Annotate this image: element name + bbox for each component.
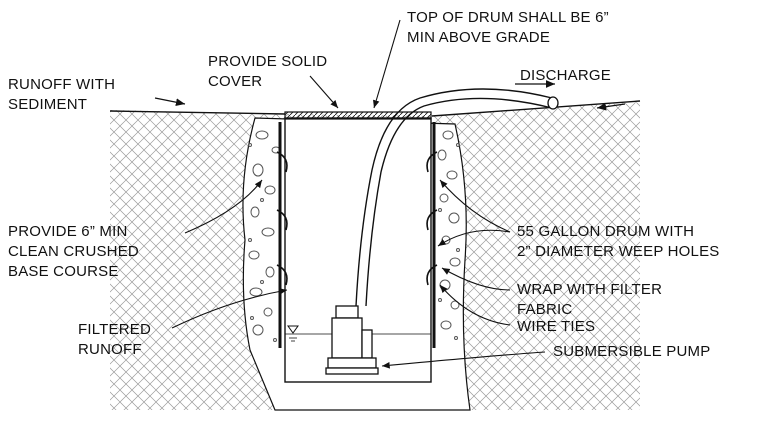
- label-crushed-base-course: PROVIDE 6” MIN CLEAN CRUSHED BASE COURSE: [8, 223, 139, 280]
- label-filter-fabric: WRAP WITH FILTER FABRIC: [517, 281, 663, 318]
- label-provide-solid-cover: PROVIDE SOLID COVER: [208, 53, 328, 90]
- runoff-arrow-left: [154, 97, 186, 107]
- gravel-right: [437, 130, 461, 340]
- water-level-symbol: [287, 325, 299, 334]
- ground-line-left: [109, 110, 286, 115]
- label-discharge: DISCHARGE: [520, 67, 611, 84]
- submersible-pump: [325, 305, 379, 375]
- runoff-arrow-right: [596, 102, 626, 111]
- gravel-left: [248, 130, 281, 342]
- wire-ties-left: [276, 151, 288, 286]
- label-drum-weep-holes: 55 GALLON DRUM WITH 2” DIAMETER WEEP HOL…: [517, 223, 720, 260]
- solid-cover: [284, 111, 432, 120]
- discharge-hose: [355, 88, 553, 307]
- label-runoff-with-sediment: RUNOFF WITH SEDIMENT: [8, 76, 116, 113]
- wire-ties-right: [426, 151, 438, 286]
- leader-lines: [171, 19, 546, 369]
- label-submersible-pump: SUBMERSIBLE PUMP: [553, 343, 711, 360]
- label-wire-ties: WIRE TIES: [517, 318, 596, 335]
- label-filtered-runoff: FILTERED RUNOFF: [78, 321, 151, 358]
- label-top-of-drum: TOP OF DRUM SHALL BE 6” MIN ABOVE GRADE: [407, 9, 609, 46]
